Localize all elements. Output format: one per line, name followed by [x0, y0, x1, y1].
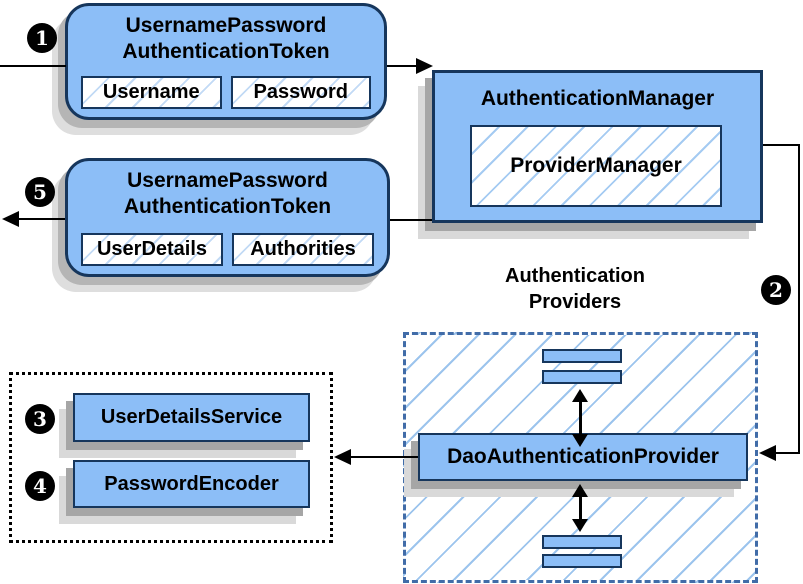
flow-line-token-out — [17, 218, 65, 220]
services-group-box: UserDetailsService PasswordEncoder — [9, 372, 333, 543]
step-badge-4: 4 — [25, 471, 55, 501]
username-password-token-response-box: UsernamePassword AuthenticationToken Use… — [65, 158, 390, 277]
arrowhead-into-services-icon — [334, 449, 351, 465]
token-request-title-line1: UsernamePassword — [125, 14, 327, 37]
flow-line-right-vertical — [798, 144, 800, 454]
token-response-fields: UserDetails Authorities — [81, 233, 374, 266]
flow-line-manager-out — [763, 144, 800, 146]
step-badge-5: 5 — [25, 177, 55, 207]
username-field-box: Username — [81, 76, 222, 109]
provider-stack-bar — [542, 535, 622, 549]
authentication-providers-group-box: DaoAuthenticationProvider — [403, 332, 758, 583]
flow-line-dao-to-services — [350, 456, 418, 458]
authentication-providers-label-line2: Providers — [528, 291, 622, 313]
provider-stack-bar — [542, 349, 622, 363]
password-field-box: Password — [230, 76, 371, 109]
step-badge-3: 3 — [25, 404, 55, 434]
flow-line-incoming — [0, 65, 66, 67]
username-password-token-request-box: UsernamePassword AuthenticationToken Use… — [65, 3, 387, 120]
token-request-title: UsernamePassword AuthenticationToken — [68, 13, 384, 65]
provider-manager-box: ProviderManager — [470, 125, 722, 207]
token-response-title-line1: UsernamePassword — [127, 169, 328, 192]
arrowhead-into-manager-icon — [416, 58, 433, 74]
authentication-providers-label-line1: Authentication — [505, 265, 645, 287]
arrowhead-into-providers-icon — [759, 445, 776, 461]
token-request-title-line2: AuthenticationToken — [122, 40, 330, 63]
provider-stack-bar — [542, 554, 622, 568]
token-response-title: UsernamePassword AuthenticationToken — [68, 168, 387, 220]
arrowhead-outgoing-icon — [2, 211, 19, 227]
user-details-service-box: UserDetailsService — [73, 393, 310, 442]
provider-stack-bar — [542, 370, 622, 384]
userdetails-field-box: UserDetails — [81, 233, 223, 266]
token-response-title-line2: AuthenticationToken — [123, 195, 332, 218]
flow-line-manager-to-token — [390, 219, 432, 221]
double-arrow-top-icon — [571, 389, 589, 447]
authentication-manager-box: AuthenticationManager ProviderManager — [432, 70, 763, 223]
step-badge-2: 2 — [761, 275, 791, 305]
flow-line-into-providers — [774, 452, 800, 454]
token-request-fields: Username Password — [81, 76, 371, 109]
password-encoder-box: PasswordEncoder — [73, 460, 310, 508]
step-badge-1: 1 — [27, 23, 57, 53]
flow-line-token-to-manager — [387, 65, 418, 67]
authentication-providers-label: Authentication Providers — [465, 263, 685, 315]
authorities-field-box: Authorities — [232, 233, 374, 266]
authentication-manager-title: AuthenticationManager — [480, 87, 715, 110]
double-arrow-bottom-icon — [571, 484, 589, 532]
